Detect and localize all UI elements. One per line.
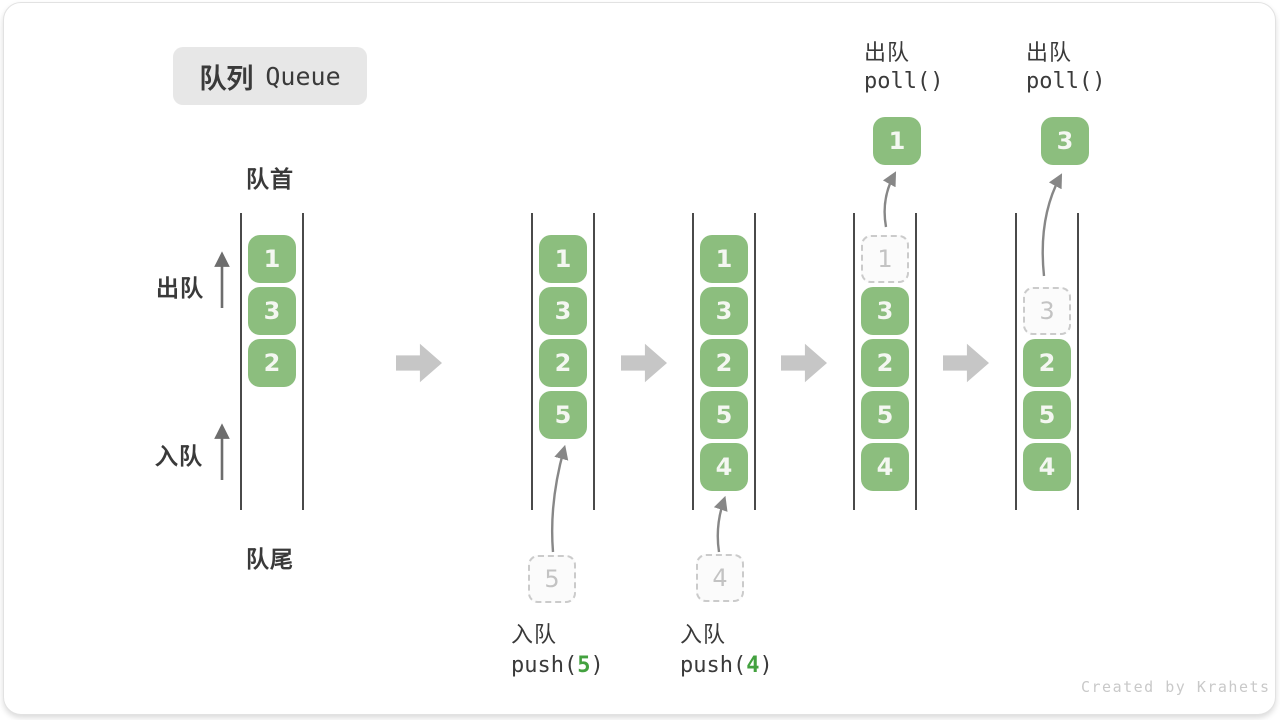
queue-wall-right — [915, 213, 917, 510]
queue-item: 5 — [539, 391, 587, 439]
enqueue-op-code-post: ) — [759, 653, 773, 678]
queue-item: 5 — [1023, 391, 1071, 439]
enqueue-op-code: push(4) — [680, 653, 773, 678]
queue-item-ghost: 1 — [861, 235, 909, 283]
transition-arrow-icon — [943, 343, 989, 383]
enqueue-flow-arrow-icon — [550, 444, 569, 553]
queue-rear-label: 队尾 — [246, 546, 294, 572]
staging-item: 4 — [696, 554, 744, 602]
dequeue-op-code: poll() — [1026, 69, 1106, 94]
queue-item: 3 — [248, 287, 296, 335]
queue-wall-right — [593, 213, 595, 510]
enqueue-op-label: 入队 — [680, 622, 727, 647]
dequeue-flow-arrow-icon — [882, 171, 897, 228]
enqueue-op-code-arg: 4 — [746, 653, 760, 678]
title-zh: 队列 — [199, 63, 254, 94]
transition-arrow-icon — [781, 343, 827, 383]
queue-item: 2 — [861, 339, 909, 387]
enqueue-op-code-arg: 5 — [577, 653, 591, 678]
queue-wall-left — [240, 213, 242, 510]
queue-item-ghost: 3 — [1023, 287, 1071, 335]
dequeue-op-code: poll() — [864, 69, 944, 94]
queue-item: 3 — [861, 287, 909, 335]
enqueue-op-code-pre: push( — [511, 653, 578, 678]
enqueue-side-label: 入队 — [155, 443, 203, 469]
queue-item: 2 — [1023, 339, 1071, 387]
queue-item: 4 — [861, 443, 909, 491]
queue-wall-right — [754, 213, 756, 510]
staging-item: 5 — [528, 555, 576, 603]
dequeue-op-label: 出队 — [864, 40, 911, 65]
queue-wall-left — [692, 213, 694, 510]
queue-item: 2 — [539, 339, 587, 387]
dequeue-flow-arrow-icon — [1041, 173, 1063, 277]
queue-item: 1 — [539, 235, 587, 283]
queue-wall-left — [1015, 213, 1017, 510]
enqueue-op-label: 入队 — [511, 622, 558, 647]
transition-arrow-icon — [621, 343, 667, 383]
queue-item: 2 — [248, 339, 296, 387]
popped-item: 3 — [1041, 117, 1089, 165]
watermark: Created by Krahets — [1081, 678, 1271, 696]
dequeue-op-label: 出队 — [1026, 40, 1073, 65]
queue-item: 1 — [700, 235, 748, 283]
enqueue-flow-arrow-icon — [713, 495, 728, 553]
enqueue-op-code: push(5) — [511, 653, 604, 678]
queue-item: 2 — [700, 339, 748, 387]
popped-item: 1 — [873, 117, 921, 165]
queue-wall-right — [1077, 213, 1079, 510]
queue-wall-left — [853, 213, 855, 510]
queue-item: 1 — [248, 235, 296, 283]
queue-item: 5 — [861, 391, 909, 439]
title-en: Queue — [265, 61, 341, 91]
queue-item: 3 — [700, 287, 748, 335]
queue-item: 3 — [539, 287, 587, 335]
enqueue-op-code-pre: push( — [680, 653, 747, 678]
transition-arrow-icon — [396, 343, 442, 383]
queue-item: 4 — [700, 443, 748, 491]
queue-front-label: 队首 — [246, 166, 294, 192]
enqueue-op-code-post: ) — [590, 653, 604, 678]
title-badge: 队列 Queue — [173, 47, 367, 105]
queue-wall-left — [531, 213, 533, 510]
queue-wall-right — [302, 213, 304, 510]
dequeue-side-label: 出队 — [156, 275, 204, 301]
queue-item: 4 — [1023, 443, 1071, 491]
queue-item: 5 — [700, 391, 748, 439]
